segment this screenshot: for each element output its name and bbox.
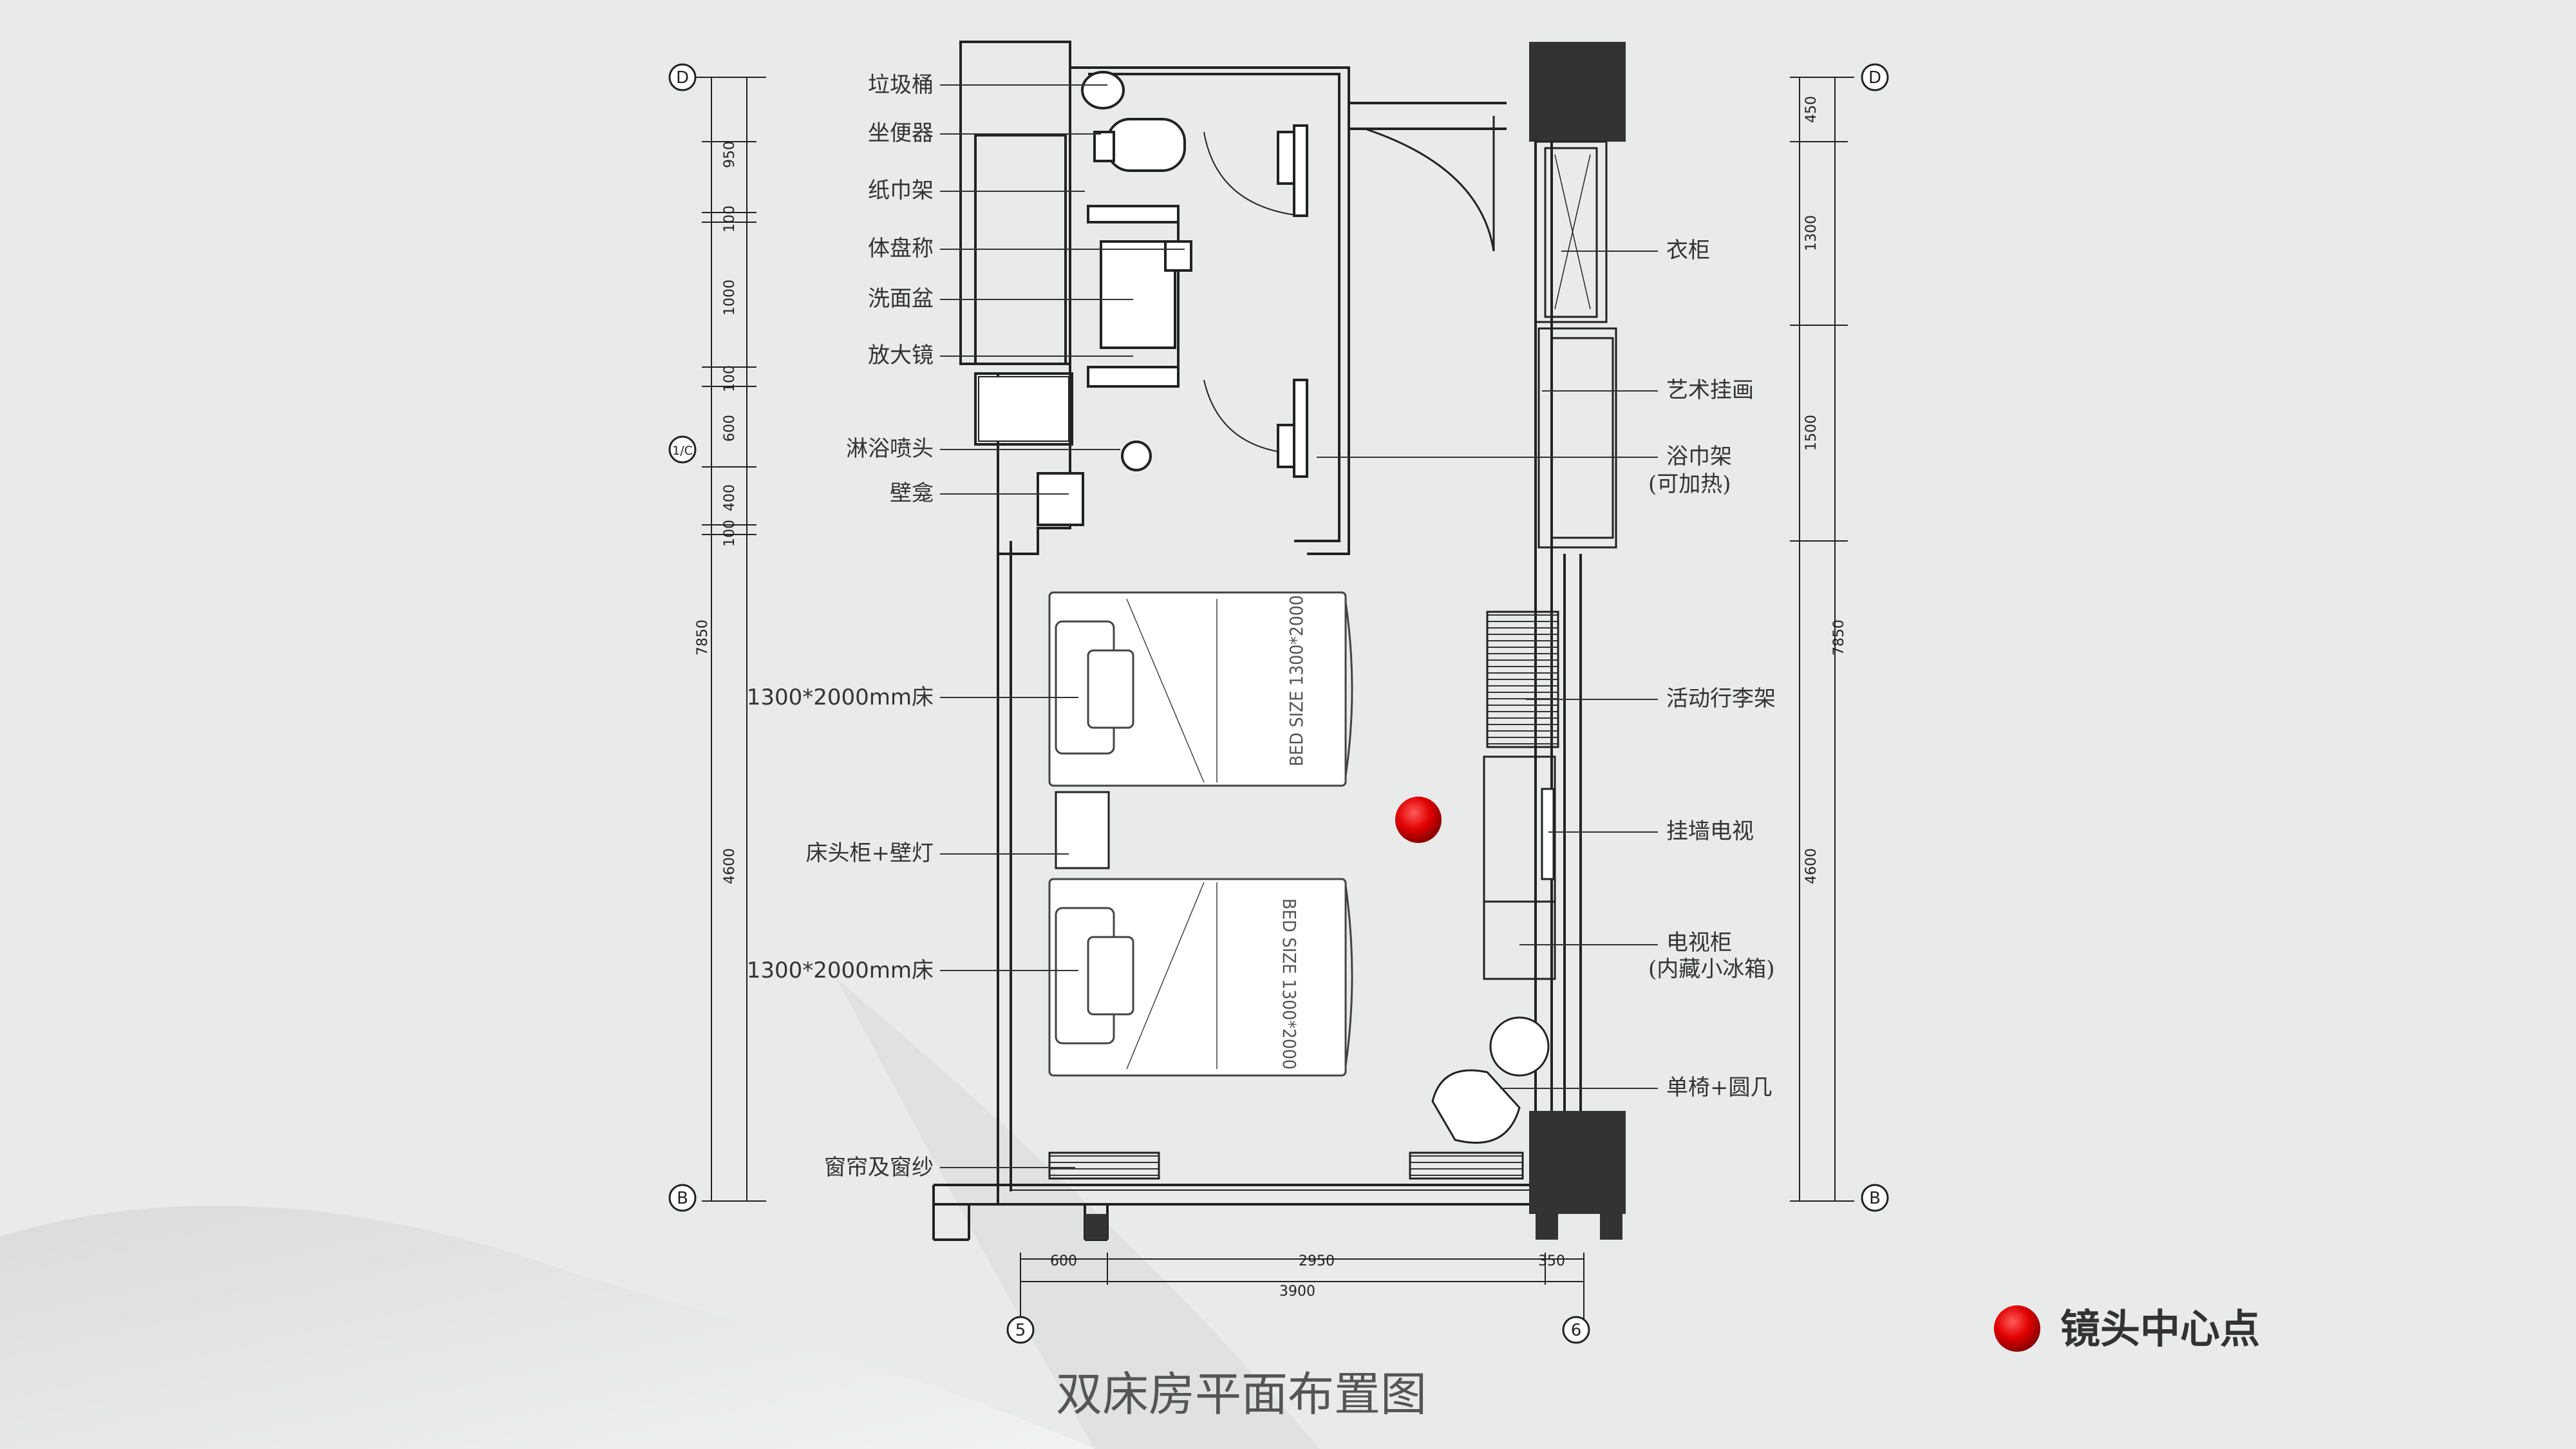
column-top-right: [1529, 42, 1626, 142]
label-trash-bin: 垃圾桶: [868, 72, 934, 98]
column-bottom-right: [1529, 1111, 1626, 1214]
svg-text:2950: 2950: [1299, 1253, 1335, 1269]
svg-text:100: 100: [722, 520, 738, 547]
label-towel-rack: 浴巾架: [1666, 444, 1732, 469]
label-chair-table: 单椅+圆几: [1666, 1075, 1772, 1101]
label-toilet: 坐便器: [868, 120, 934, 146]
label-shower-head: 淋浴喷头: [846, 436, 934, 462]
legend-label: 镜头中心点: [2060, 1305, 2260, 1352]
label-tissue-holder: 纸巾架: [868, 178, 934, 204]
svg-text:350: 350: [1538, 1253, 1565, 1269]
bed-size-top: BED SIZE 1300*2000: [1286, 595, 1307, 766]
dims-right: 450 1300 1500 7850 4600: [1803, 96, 1847, 884]
svg-text:1/C: 1/C: [672, 444, 693, 458]
walls: [932, 41, 1622, 1241]
svg-text:4600: 4600: [722, 848, 738, 884]
svg-text:3900: 3900: [1279, 1283, 1315, 1300]
svg-text:D: D: [676, 68, 689, 88]
label-towel-rack-heated: (可加热): [1648, 471, 1731, 497]
label-wall-tv: 挂墙电视: [1666, 819, 1754, 844]
dims-bottom: 600 2950 350 3900: [1050, 1253, 1565, 1300]
label-luggage-rack: 活动行李架: [1666, 686, 1776, 712]
bed-size-bottom: BED SIZE 1300*2000: [1279, 898, 1300, 1070]
label-magnifier-mirror: 放大镜: [868, 343, 934, 368]
svg-text:1000: 1000: [722, 279, 738, 316]
svg-text:600: 600: [722, 415, 738, 442]
svg-text:B: B: [1869, 1189, 1881, 1208]
svg-text:7850: 7850: [695, 620, 711, 656]
svg-text:600: 600: [1050, 1253, 1077, 1269]
svg-text:6: 6: [1571, 1321, 1582, 1340]
svg-text:400: 400: [722, 484, 738, 511]
label-minibar: (内藏小冰箱): [1648, 956, 1775, 982]
bed-top: [1048, 591, 1353, 787]
label-wardrobe: 衣柜: [1666, 238, 1710, 263]
drawing-title: 双床房平面布置图: [1056, 1367, 1427, 1421]
paper-fold-decoration: [0, 1206, 1095, 1449]
grid-axes: [668, 63, 1889, 1344]
label-art-painting: 艺术挂画: [1666, 377, 1754, 403]
labels-right: 衣柜 艺术挂画 浴巾架 (可加热) 活动行李架 挂墙电视 电视柜 (内藏小冰箱)…: [1648, 238, 1776, 1101]
svg-text:4600: 4600: [1803, 848, 1819, 884]
label-bed-2: 1300*2000mm床: [747, 958, 934, 983]
svg-text:1300: 1300: [1803, 215, 1819, 251]
legend: 镜头中心点: [1994, 1305, 2260, 1352]
legend-dot: [1994, 1305, 2040, 1352]
label-niche: 壁龛: [890, 480, 934, 506]
label-curtains: 窗帘及窗纱: [824, 1155, 934, 1180]
svg-text:1500: 1500: [1803, 415, 1819, 451]
svg-text:B: B: [677, 1189, 688, 1208]
svg-text:950: 950: [722, 141, 738, 168]
bed-bottom: [1048, 878, 1353, 1077]
label-scale: 体盘称: [868, 236, 934, 261]
svg-text:7850: 7850: [1831, 620, 1847, 656]
grid-labels: D 1/C B D B 5 6: [672, 68, 1881, 1340]
label-bed-1: 1300*2000mm床: [747, 685, 934, 710]
label-washbasin: 洗面盆: [868, 286, 934, 312]
dims-left: 950 100 1000 100 600 400 100 7850 4600: [695, 141, 738, 884]
label-tv-cabinet: 电视柜: [1666, 930, 1732, 956]
camera-center-dot: [1395, 797, 1442, 843]
labels-left: 垃圾桶 坐便器 纸巾架 体盘称 洗面盆 放大镜 淋浴喷头 壁龛 1300*200…: [747, 72, 934, 1180]
svg-text:100: 100: [722, 205, 738, 232]
svg-text:D: D: [1868, 68, 1881, 88]
svg-text:450: 450: [1803, 96, 1819, 123]
svg-text:100: 100: [722, 365, 738, 392]
label-nightstand: 床头柜+壁灯: [806, 840, 934, 866]
svg-text:5: 5: [1015, 1321, 1026, 1340]
